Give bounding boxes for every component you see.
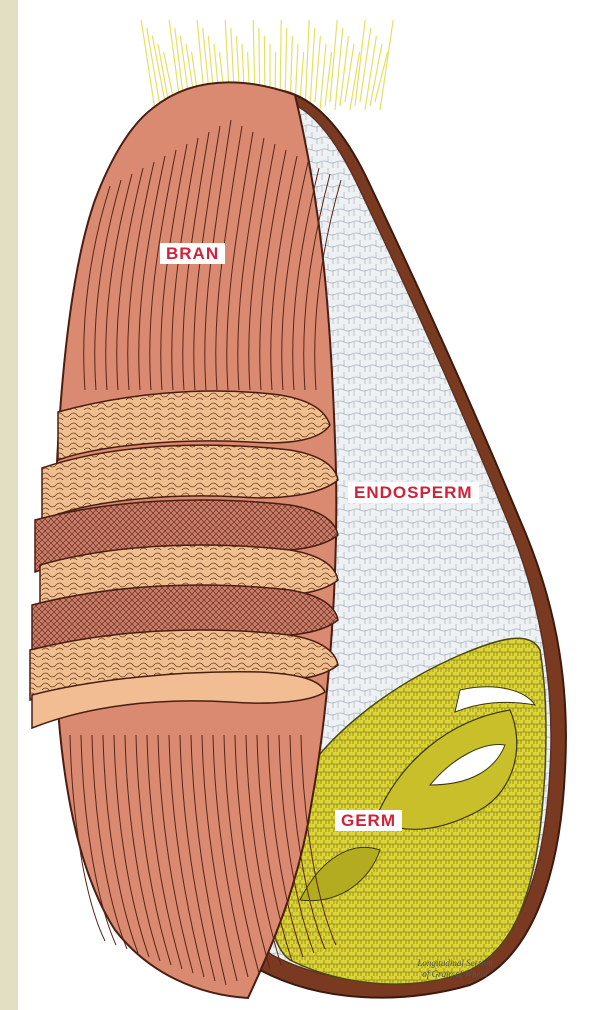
figure-caption: Longitudinal Section of Grain of Wheat [390, 958, 520, 980]
label-endosperm: ENDOSPERM [348, 482, 479, 503]
hair-strand [310, 28, 315, 106]
hair-strand [300, 52, 304, 102]
hair-strand [315, 36, 320, 102]
hair-strand [320, 44, 326, 110]
hair-strand [375, 52, 388, 102]
hair-strand [365, 36, 376, 110]
hair-strand [360, 28, 371, 102]
hair-strand [380, 20, 393, 110]
label-bran: BRAN [160, 243, 225, 264]
caption-line-2: of Grain of Wheat [390, 969, 520, 980]
label-germ: GERM [335, 810, 402, 831]
hair-strand [305, 20, 309, 110]
hair-strand [355, 20, 365, 106]
peeled-bran-layers [30, 391, 338, 728]
caption-line-1: Longitudinal Section [390, 958, 520, 969]
hair-strand [335, 28, 343, 110]
